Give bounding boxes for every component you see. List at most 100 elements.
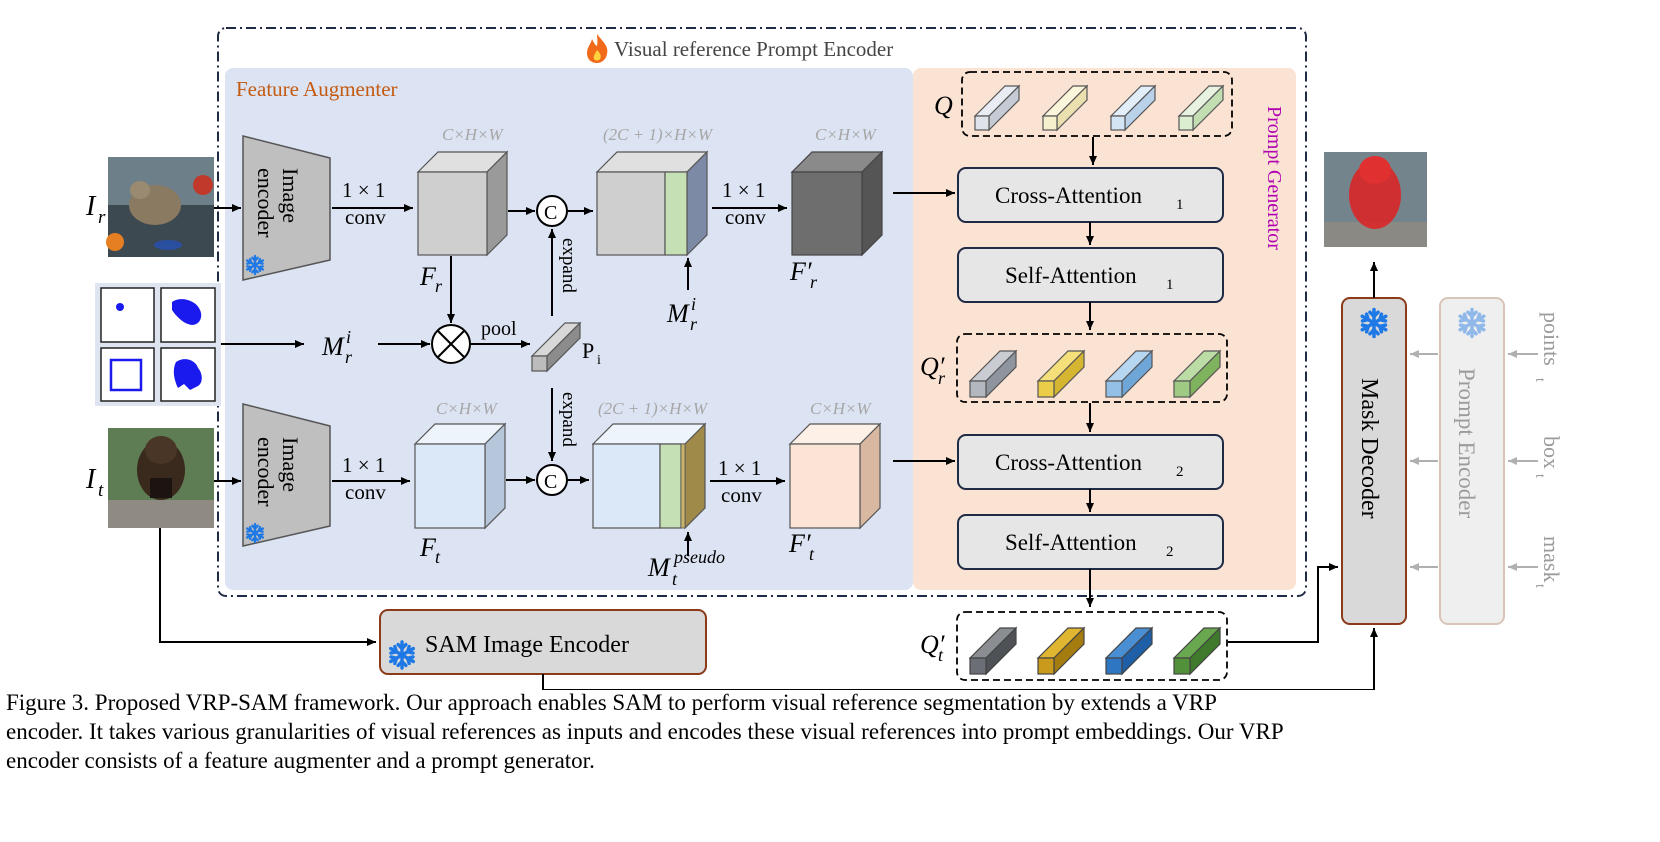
ft-cube <box>413 422 507 530</box>
target-image <box>108 428 214 528</box>
mask-decoder-label: Mask Decoder <box>1356 378 1382 519</box>
qt-tokens <box>968 626 1222 676</box>
mri-top-sup: i <box>691 294 696 314</box>
qr-letter: Q′ <box>920 352 945 381</box>
concat-top-symbol: C <box>544 202 557 224</box>
prompt-generator-panel <box>913 68 1296 590</box>
expand-bottom-label: expand <box>558 392 579 447</box>
self-attention-1-sub: 1 <box>1166 277 1174 293</box>
arrow-it-sam <box>159 528 376 646</box>
box-input-label: box t <box>1532 436 1564 478</box>
arrow-qt-decoder <box>1228 563 1338 643</box>
conv-1-bottom-l1: 1 × 1 <box>342 453 385 477</box>
qr-tokens <box>968 349 1222 399</box>
mask-input-label: mask t <box>1532 536 1564 588</box>
image-encoder-ref: Image encoder <box>242 135 331 281</box>
conv-2-bottom-l2: conv <box>721 483 762 507</box>
mri-mid-label: M r i <box>321 327 353 367</box>
fr-cube <box>416 150 509 257</box>
qr-group <box>956 333 1228 403</box>
ir-label: I r <box>85 191 106 228</box>
q-label: Q <box>934 91 953 120</box>
cross-attention-1-sub: 1 <box>1176 197 1184 213</box>
image-encoder-target: Image encoder <box>242 403 331 547</box>
q-group <box>961 71 1233 137</box>
image-encoder-ref-line2: encoder <box>253 168 278 238</box>
ftp-sub: t <box>809 544 815 564</box>
pi-bar <box>530 321 582 373</box>
frp-label: F′ r <box>789 257 818 292</box>
vrp-sam-diagram: Visual reference Prompt Encoder Feature … <box>85 27 1564 690</box>
mri-mid-letter: M <box>321 332 345 361</box>
mri-top-sub: r <box>690 314 698 334</box>
ftp-label: F′ t <box>788 529 815 564</box>
mask-reference <box>173 359 202 390</box>
mtp-sub: t <box>672 569 678 589</box>
self-attention-1-label: Self-Attention <box>1005 263 1137 288</box>
fr-letter: F <box>419 262 437 291</box>
concat-cube-top <box>595 150 709 257</box>
pi-letter: P <box>582 338 594 363</box>
mask-text: mask <box>1539 536 1564 582</box>
pi-label: P i <box>582 338 601 368</box>
mri-mid-sup: i <box>346 327 351 347</box>
frp-letter: F′ <box>789 257 812 286</box>
conv-1-bottom-l2: conv <box>345 480 386 504</box>
qt-group <box>956 611 1228 681</box>
image-encoder-target-line1: Image <box>278 437 303 492</box>
prompt-encoder-label: Prompt Encoder <box>1454 368 1479 518</box>
frp-sub: r <box>810 272 818 292</box>
figure-caption: Figure 3. Proposed VRP-SAM framework. Ou… <box>6 688 1652 775</box>
mtp-letter: M <box>647 553 671 582</box>
mtp-label: M t pseudo <box>647 547 725 589</box>
point-reference <box>116 303 124 311</box>
concat-bottom-symbol: C <box>544 471 557 493</box>
pi-sub: i <box>597 353 601 368</box>
mask-sub: t <box>1532 584 1547 588</box>
concat-cube-bottom <box>591 422 707 530</box>
image-encoder-ref-line1: Image <box>278 168 303 223</box>
scribble-reference <box>172 299 202 325</box>
mri-top-letter: M <box>666 299 690 328</box>
it-sub: t <box>98 480 104 501</box>
q-tokens <box>973 84 1225 132</box>
qr-sub: r <box>938 368 946 388</box>
reference-image <box>106 157 214 257</box>
qr-label: Q′ r <box>920 352 946 388</box>
ft-label: F t <box>419 533 441 567</box>
ftp-cube <box>788 422 882 530</box>
it-letter: I <box>85 464 97 495</box>
feature-augmenter-title: Feature Augmenter <box>236 77 398 101</box>
dim-ftp: C×H×W <box>810 399 873 418</box>
box-sub: t <box>1532 474 1547 478</box>
concat-top <box>536 195 568 227</box>
mri-top-label: M r i <box>666 294 698 334</box>
qt-letter: Q′ <box>920 630 945 659</box>
fr-sub: r <box>435 276 443 296</box>
output-image <box>1324 152 1427 247</box>
visual-reference-panel <box>95 283 221 406</box>
caption-line-2: encoder. It takes various granularities … <box>6 719 1284 744</box>
expand-top-label: expand <box>558 238 579 293</box>
caption-line-1: Figure 3. Proposed VRP-SAM framework. Ou… <box>6 690 1217 715</box>
cross-attention-2-sub: 2 <box>1176 464 1184 480</box>
prompt-encoder <box>1439 297 1505 625</box>
fr-label: F r <box>419 262 443 296</box>
ft-sub: t <box>435 547 441 567</box>
points-sub: t <box>1532 378 1547 382</box>
ftp-letter: F′ <box>788 529 811 558</box>
frp-cube <box>790 150 884 257</box>
box-reference <box>109 358 143 392</box>
conv-1-top-l1: 1 × 1 <box>342 178 385 202</box>
cross-attention-1-label: Cross-Attention <box>995 183 1142 208</box>
pool-label: pool <box>481 318 517 340</box>
dim-concat-bottom: (2C + 1)×H×W <box>598 399 709 418</box>
qt-label: Q′ t <box>920 630 945 665</box>
encoder-title: Visual reference Prompt Encoder <box>614 37 893 61</box>
qt-sub: t <box>938 645 944 665</box>
conv-2-bottom: 1 × 1 conv <box>718 456 762 507</box>
dim-frp: C×H×W <box>815 125 878 144</box>
conv-2-top-l1: 1 × 1 <box>722 178 765 202</box>
it-label: I t <box>85 464 104 501</box>
sam-image-encoder-label: SAM Image Encoder <box>425 632 629 658</box>
